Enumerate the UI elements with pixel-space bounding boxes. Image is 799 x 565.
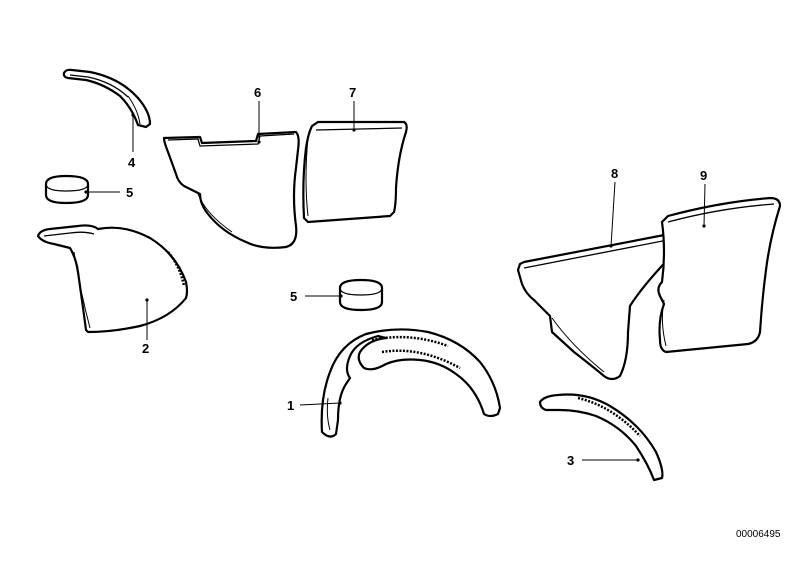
callout-part-8: 8	[611, 166, 618, 181]
callout-part-9: 9	[700, 168, 707, 183]
callout-part-6: 6	[254, 85, 261, 100]
part-8-side-panel	[516, 230, 685, 381]
callout-part-3: 3	[567, 453, 574, 468]
part-5-pad-center	[338, 278, 384, 312]
callout-part-5-left: 5	[126, 185, 133, 200]
callout-part-7: 7	[349, 85, 356, 100]
callout-part-5-center: 5	[290, 289, 297, 304]
callout-part-4: 4	[128, 155, 136, 170]
part-2-wheelhouse-lining	[36, 224, 189, 334]
catalog-number: 00006495	[736, 529, 781, 540]
callout-part-1: 1	[287, 398, 294, 413]
part-6-side-panel	[162, 130, 300, 249]
part-3-arch-strip	[538, 393, 664, 482]
leaders	[84, 101, 706, 462]
part-9-rear-panel	[657, 196, 782, 354]
part-7-rear-panel	[302, 120, 408, 224]
part-1-wheelarch-lining	[320, 328, 502, 438]
callout-part-2: 2	[142, 341, 149, 356]
part-5-pad-left	[44, 174, 90, 205]
part-4-arch-strip	[62, 68, 152, 129]
